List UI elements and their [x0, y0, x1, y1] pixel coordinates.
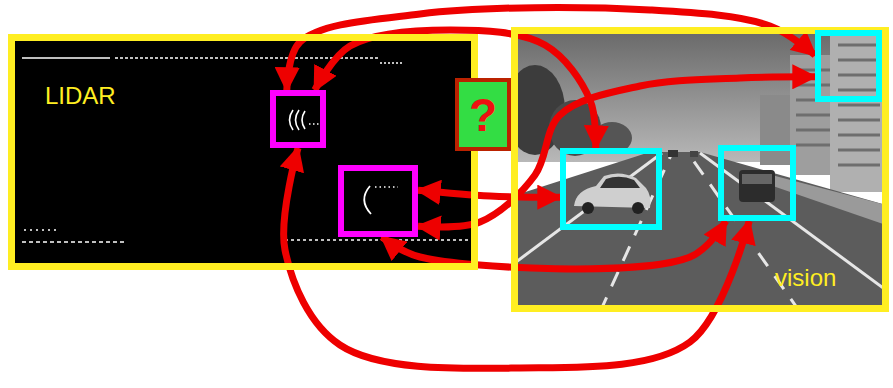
lidar-detection-box [270, 90, 326, 148]
scan-arc [290, 110, 306, 130]
distant-car [668, 150, 678, 157]
car-window [600, 177, 640, 188]
road [516, 152, 886, 312]
scan-points [22, 57, 110, 59]
distant-car [690, 151, 698, 157]
scan-points [309, 123, 320, 124]
vision-detection-box [718, 145, 796, 221]
vision-panel: vision [511, 27, 889, 312]
association-arrow [382, 221, 726, 269]
lidar-panel: LIDAR [8, 34, 478, 270]
panel-label: vision [775, 265, 836, 291]
panel-label: LIDAR [45, 83, 116, 109]
scan-points [22, 241, 125, 243]
vision-detection-box [815, 30, 882, 102]
windows [796, 45, 880, 165]
wheel [582, 202, 594, 214]
scan-points [285, 239, 470, 241]
car [739, 170, 775, 202]
car-window [742, 174, 772, 184]
wheel [632, 202, 644, 214]
question-mark: ? [469, 92, 497, 138]
scan-arc [364, 186, 371, 214]
vision-detection-box [560, 148, 662, 230]
lidar-detection-box [338, 165, 418, 237]
scan-points [380, 62, 402, 64]
lidar-background [12, 38, 474, 266]
scan-points [24, 229, 60, 230]
scan-points [375, 186, 398, 187]
association-arrow [418, 190, 560, 197]
question-box: ? [455, 78, 511, 151]
